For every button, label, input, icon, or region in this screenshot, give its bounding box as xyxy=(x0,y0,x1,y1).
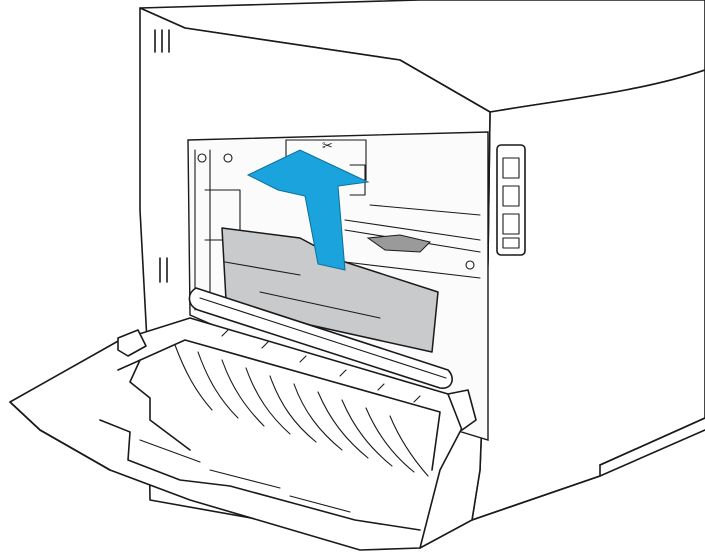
printer-right-side xyxy=(471,69,705,521)
screw-1 xyxy=(197,153,207,163)
door-edge-front xyxy=(9,401,111,471)
pull-up-arrow xyxy=(246,149,370,271)
rear-ridges-top xyxy=(154,29,170,53)
door-hinge-right xyxy=(447,389,477,431)
port-slot-4 xyxy=(502,237,520,249)
port-slot-3 xyxy=(502,213,520,235)
inner-tab xyxy=(366,234,431,253)
door-hinge-left xyxy=(117,329,147,357)
paper-crease xyxy=(224,261,381,319)
scissors-icon: ✂ xyxy=(322,139,333,154)
port-slot-2 xyxy=(502,185,520,207)
rear-ridges-bottom xyxy=(159,257,168,283)
screw-2 xyxy=(223,153,233,163)
screw-3 xyxy=(465,260,475,270)
door-ribs xyxy=(174,344,429,477)
roller-highlight xyxy=(199,297,447,379)
door-frame-inner xyxy=(117,339,441,471)
door-rib-tips xyxy=(221,329,421,403)
inner-frame xyxy=(194,149,366,311)
printer-side-step xyxy=(599,417,705,477)
door-lower-detail xyxy=(139,439,351,513)
roller-bar xyxy=(188,287,453,389)
port-panel xyxy=(496,144,526,256)
printer-bottom-edge xyxy=(471,475,601,521)
port-slot-1 xyxy=(502,157,520,179)
door-lower-panel xyxy=(99,419,421,531)
